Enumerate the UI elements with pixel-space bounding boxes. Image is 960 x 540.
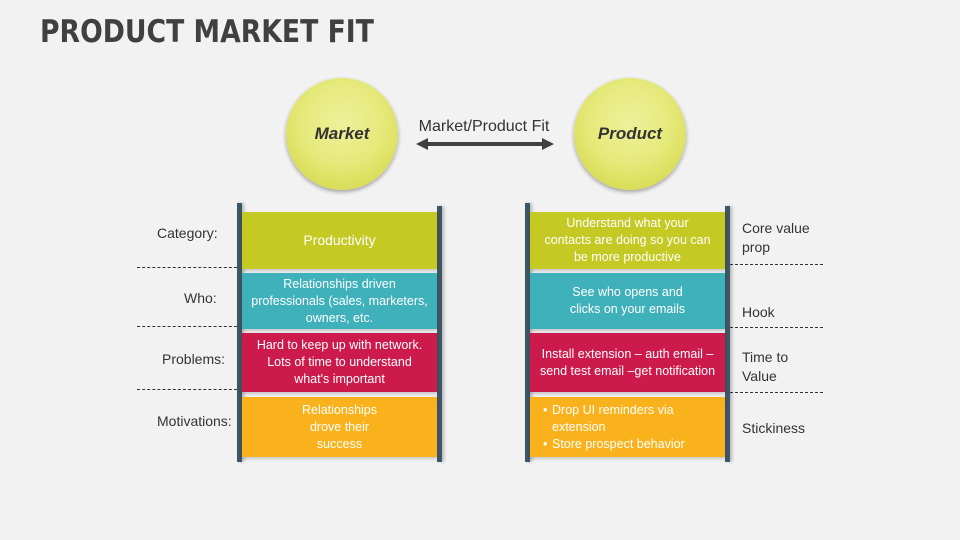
product-core-value-block: Understand what your contacts are doing … bbox=[530, 212, 725, 269]
divider bbox=[137, 267, 237, 268]
market-motivations-block: Relationships drove their success bbox=[242, 397, 437, 457]
market-right-rail bbox=[437, 206, 442, 462]
block-text: See who opens and clicks on your emails bbox=[569, 285, 686, 316]
block-text: Install extension – auth email – send te… bbox=[539, 346, 716, 378]
label-motivations: Motivations: bbox=[157, 413, 232, 429]
divider bbox=[730, 327, 823, 328]
market-left-rail bbox=[237, 203, 242, 462]
product-right-rail bbox=[725, 206, 730, 462]
market-circle: Market bbox=[286, 78, 398, 190]
divider bbox=[730, 264, 823, 265]
divider bbox=[730, 392, 823, 393]
divider bbox=[137, 389, 237, 390]
label-text: Core value prop bbox=[742, 220, 810, 255]
market-who-block: Relationships driven professionals (sale… bbox=[242, 273, 437, 329]
double-headed-arrow-icon bbox=[416, 138, 554, 150]
divider bbox=[137, 326, 237, 327]
label-hook: Hook bbox=[742, 304, 775, 320]
block-text: Relationships driven professionals (sale… bbox=[251, 276, 428, 325]
page-title: PRODUCT MARKET FIT bbox=[40, 14, 374, 50]
product-hook-block: See who opens and clicks on your emails bbox=[530, 273, 725, 329]
product-circle: Product bbox=[574, 78, 686, 190]
label-time-to-value: Time to Value bbox=[742, 348, 802, 386]
list-item: Drop UI reminders via extension bbox=[543, 402, 725, 436]
stickiness-list: Drop UI reminders via extension Store pr… bbox=[530, 402, 725, 453]
label-category: Category: bbox=[157, 225, 218, 241]
block-text: Relationships drove their success bbox=[301, 402, 378, 451]
market-category-block: Productivity bbox=[242, 212, 437, 269]
label-core-value-prop: Core value prop bbox=[742, 219, 822, 257]
market-problems-block: Hard to keep up with network. Lots of ti… bbox=[242, 333, 437, 392]
product-stickiness-block: Drop UI reminders via extension Store pr… bbox=[530, 397, 725, 457]
product-circle-label: Product bbox=[597, 124, 663, 143]
product-time-to-value-block: Install extension – auth email – send te… bbox=[530, 333, 725, 392]
product-left-rail bbox=[525, 203, 530, 462]
block-text: Productivity bbox=[303, 232, 376, 248]
block-text: Hard to keep up with network. Lots of ti… bbox=[256, 338, 423, 386]
label-problems: Problems: bbox=[162, 351, 226, 367]
fit-label: Market/Product Fit bbox=[418, 118, 550, 135]
market-circle-label: Market bbox=[314, 124, 370, 143]
label-stickiness: Stickiness bbox=[742, 420, 806, 436]
label-text: Time to Value bbox=[742, 349, 789, 384]
label-who: Who: bbox=[184, 290, 217, 306]
list-item: Store prospect behavior bbox=[543, 436, 725, 453]
block-text: Understand what your contacts are doing … bbox=[544, 216, 711, 264]
